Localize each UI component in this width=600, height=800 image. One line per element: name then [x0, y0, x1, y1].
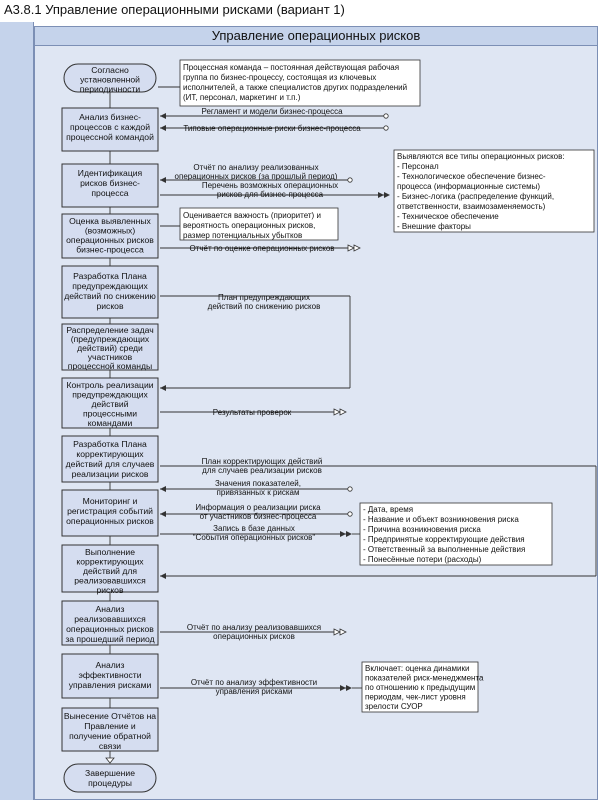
flow-connectors [105, 92, 115, 764]
execution-box [61, 544, 159, 593]
event-fields-note-text: - Дата, время- Название и объект возникн… [363, 505, 525, 564]
risk-types-note-text: Выявляются все типы операционных рисков:… [397, 152, 565, 231]
includes-note [361, 661, 479, 713]
evaluation-box [61, 213, 159, 259]
prevent-plan-box [61, 265, 159, 319]
reporting-box [61, 707, 159, 752]
analysis-box [61, 107, 159, 152]
note-texts: Процессная команда – постоянная действую… [183, 63, 565, 711]
realized-analysis-box [61, 600, 159, 646]
db-record-label: Запись в базе данных"События операционны… [193, 524, 316, 542]
event-fields-note [359, 502, 553, 566]
risk-types-note [393, 149, 595, 233]
side-connectors [158, 86, 597, 691]
evaluation-label: Оценка выявленных(возможных)операционных… [66, 216, 154, 255]
distribution-box [61, 323, 159, 371]
team-note [179, 59, 421, 107]
evaluation-note [179, 207, 339, 241]
control-box [61, 377, 159, 429]
identification-box [61, 163, 159, 208]
connector-labels: Регламент и модели бизнес-процесса Типов… [175, 107, 362, 696]
note-boxes [179, 59, 595, 713]
regulation-label: Регламент и модели бизнес-процесса [201, 107, 343, 116]
lane-header: Управление операционных рисков [34, 26, 598, 46]
typical-risks-label: Типовые операционные риски бизнес-процес… [183, 124, 361, 133]
monitoring-box [61, 489, 159, 537]
pool-left-strip [0, 22, 34, 800]
eval-report-label: Отчёт по оценке операционных рисков [189, 244, 334, 253]
start-terminator [63, 63, 157, 93]
correct-plan-box [61, 435, 159, 483]
efficiency-analysis-box [61, 653, 159, 699]
page-title: А3.8.1 Управление операционными рисками … [4, 2, 345, 17]
indicator-values-label: Значения показателей,привязанных к риска… [215, 479, 301, 497]
team-note-text: Процессная команда – постоянная действую… [183, 63, 407, 102]
end-terminator [63, 763, 157, 793]
process-boxes [61, 63, 159, 793]
check-results-label: Результаты проверок [213, 408, 292, 417]
